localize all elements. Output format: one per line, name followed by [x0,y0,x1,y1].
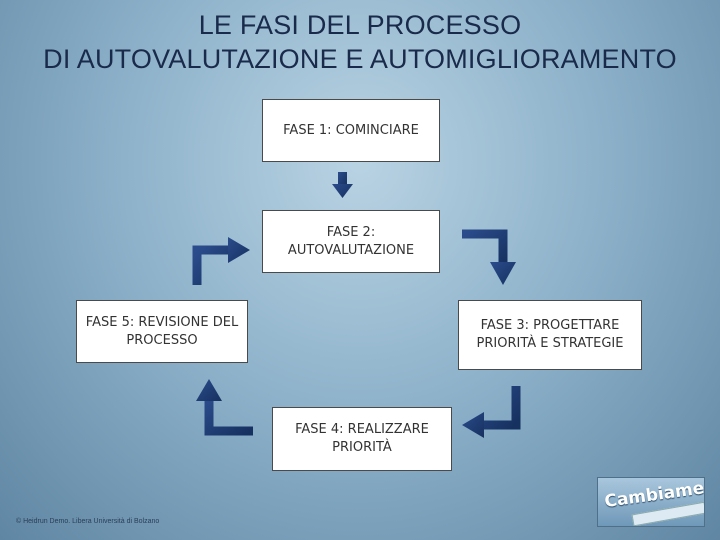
curved-arrow-down-left-icon [480,386,521,430]
down-arrow-icon [332,172,353,198]
phase-1-box: FASE 1: COMINCIARE [262,99,440,162]
cambiamente-logo: Cambiamente [597,477,705,527]
phase-2-label: FASE 2: AUTOVALUTAZIONE [287,224,415,258]
title-line-1: LE FASI DEL PROCESSO [198,10,522,40]
arrowhead-right-icon [228,237,250,263]
arrowhead-left-icon [462,412,484,438]
phase-4-box: FASE 4: REALIZZARE PRIORITÀ [272,407,452,471]
arrowhead-up-icon [196,379,222,401]
phase-4-label: FASE 4: REALIZZARE PRIORITÀ [295,422,429,455]
arrowhead-down-icon [490,262,516,285]
phase-2-box: FASE 2: AUTOVALUTAZIONE [262,210,440,273]
title-line-2: DI AUTOVALUTAZIONE E AUTOMIGLIORAMENTO [43,44,677,74]
curved-arrow-right-down-icon [462,229,508,266]
phase-5-box: FASE 5: REVISIONE DEL PROCESSO [76,300,248,363]
copyright-footer: © Heidrun Demo. Libera Università di Bol… [16,518,160,525]
curved-arrow-left-up-icon [204,398,253,436]
curved-arrow-up-right-icon [192,245,232,285]
page-title: LE FASI DEL PROCESSO DI AUTOVALUTAZIONE … [0,8,720,76]
phase-3-box: FASE 3: PROGETTARE PRIORITÀ E STRATEGIE [458,300,642,370]
phase-5-label: FASE 5: REVISIONE DEL PROCESSO [85,314,239,348]
phase-3-label: FASE 3: PROGETTARE PRIORITÀ E STRATEGIE [476,318,624,351]
phase-1-label: FASE 1: COMINCIARE [283,122,419,138]
